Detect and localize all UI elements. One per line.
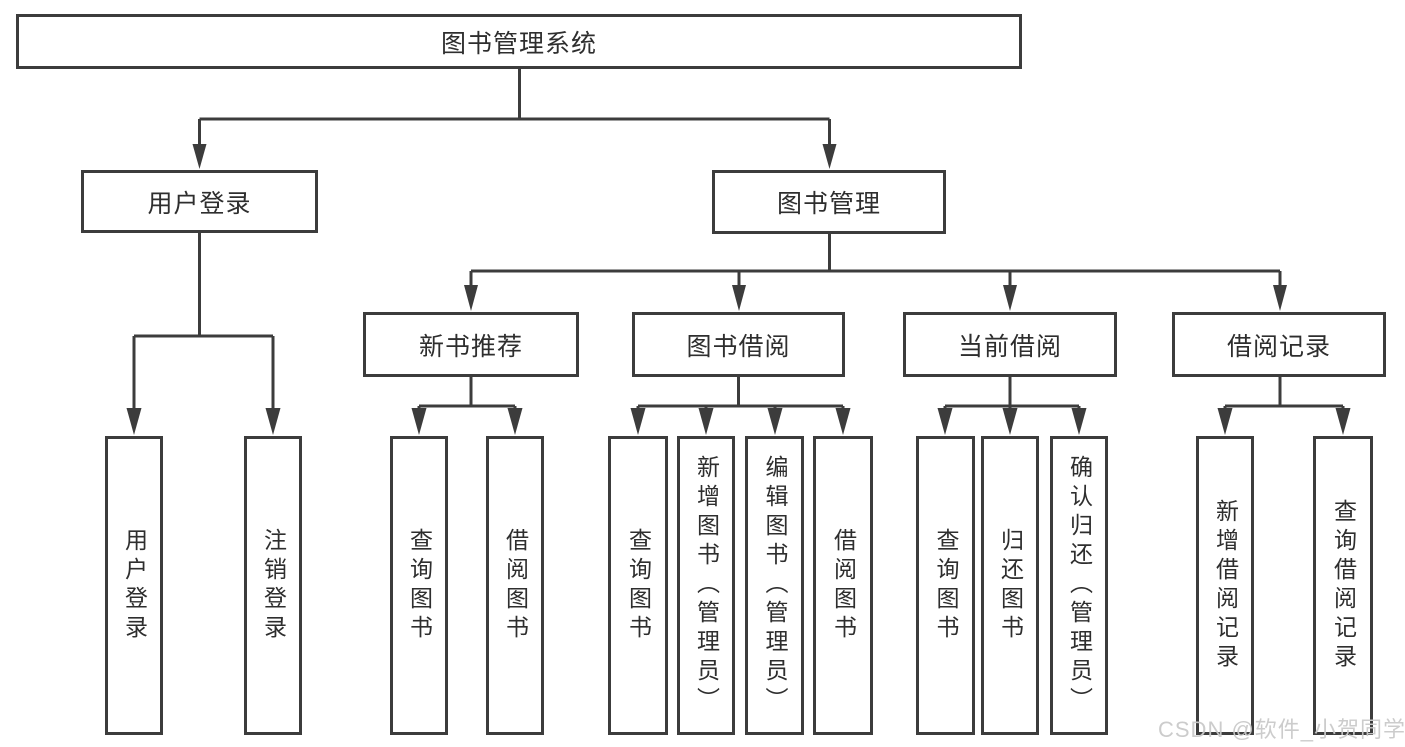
leaf-label: 归还图书 [997, 527, 1024, 644]
leaf-label: 注销登录 [260, 527, 287, 644]
leaf-label: 借阅图书 [502, 527, 529, 644]
arrowhead [732, 285, 746, 311]
leaf-label: 查询借阅记录 [1330, 498, 1357, 673]
leaf-label: 确认归还（管理员） [1066, 455, 1093, 716]
arrowhead [1335, 408, 1351, 435]
leaf-label: 借阅图书 [830, 527, 857, 644]
arrowhead [411, 408, 427, 435]
connector-root-to-level2 [198, 69, 831, 146]
leaf-edit-book-admin: 编辑图书（管理员） [745, 436, 804, 735]
arrowhead [698, 408, 714, 435]
arrowhead [1217, 408, 1233, 435]
leaf-label: 新增借阅记录 [1212, 498, 1239, 673]
connector-records-to-leaves [1223, 377, 1345, 410]
csdn-watermark: CSDN @软件_小贺同学 [1158, 717, 1405, 742]
arrowhead [1273, 285, 1287, 311]
arrowhead [126, 408, 142, 435]
arrowhead [1071, 408, 1087, 435]
leaf-label: 查询图书 [933, 527, 959, 644]
leaf-borrow-book-recommend: 借阅图书 [486, 436, 544, 735]
arrowhead [192, 144, 207, 169]
leaf-label: 编辑图书（管理员） [762, 455, 788, 716]
arrowhead [822, 144, 837, 169]
leaf-query-book-current: 查询图书 [916, 436, 975, 735]
leaf-user-login: 用户登录 [105, 436, 163, 735]
leaf-query-book-borrow: 查询图书 [608, 436, 668, 735]
leaf-logout: 注销登录 [244, 436, 302, 735]
connector-bookmgmt-to-level3 [469, 234, 1282, 286]
arrowhead [265, 408, 281, 435]
arrowhead [630, 408, 646, 435]
arrowhead [937, 408, 953, 435]
node-book-borrow: 图书借阅 [632, 312, 845, 377]
arrowhead [507, 408, 523, 435]
arrowhead [1002, 408, 1018, 435]
node-borrow-records: 借阅记录 [1172, 312, 1386, 377]
arrowhead [1003, 285, 1017, 311]
leaf-borrow-book: 借阅图书 [813, 436, 873, 735]
leaf-return-book: 归还图书 [981, 436, 1039, 735]
arrowhead [464, 285, 478, 311]
leaf-add-book-admin: 新增图书（管理员） [677, 436, 735, 735]
node-current-borrow: 当前借阅 [903, 312, 1117, 377]
connector-borrow-to-leaves [636, 377, 845, 410]
leaf-label: 用户登录 [121, 527, 148, 644]
connector-userlogin-to-leaves [132, 233, 275, 410]
arrowhead [767, 408, 783, 435]
leaf-query-book-recommend: 查询图书 [390, 436, 448, 735]
connector-current-to-leaves [943, 377, 1081, 410]
leaf-label: 查询图书 [625, 527, 652, 644]
leaf-label: 新增图书（管理员） [693, 455, 720, 716]
leaf-confirm-return-admin: 确认归还（管理员） [1050, 436, 1108, 735]
leaf-label: 查询图书 [406, 527, 433, 644]
node-new-book-recommend: 新书推荐 [363, 312, 579, 377]
leaf-add-borrow-record: 新增借阅记录 [1196, 436, 1254, 735]
node-user-login-module: 用户登录 [81, 170, 318, 233]
connector-newbook-to-leaves [417, 377, 517, 410]
node-root-system: 图书管理系统 [16, 14, 1022, 69]
leaf-query-borrow-record: 查询借阅记录 [1313, 436, 1373, 735]
node-book-management-module: 图书管理 [712, 170, 946, 234]
arrowhead [835, 408, 851, 435]
